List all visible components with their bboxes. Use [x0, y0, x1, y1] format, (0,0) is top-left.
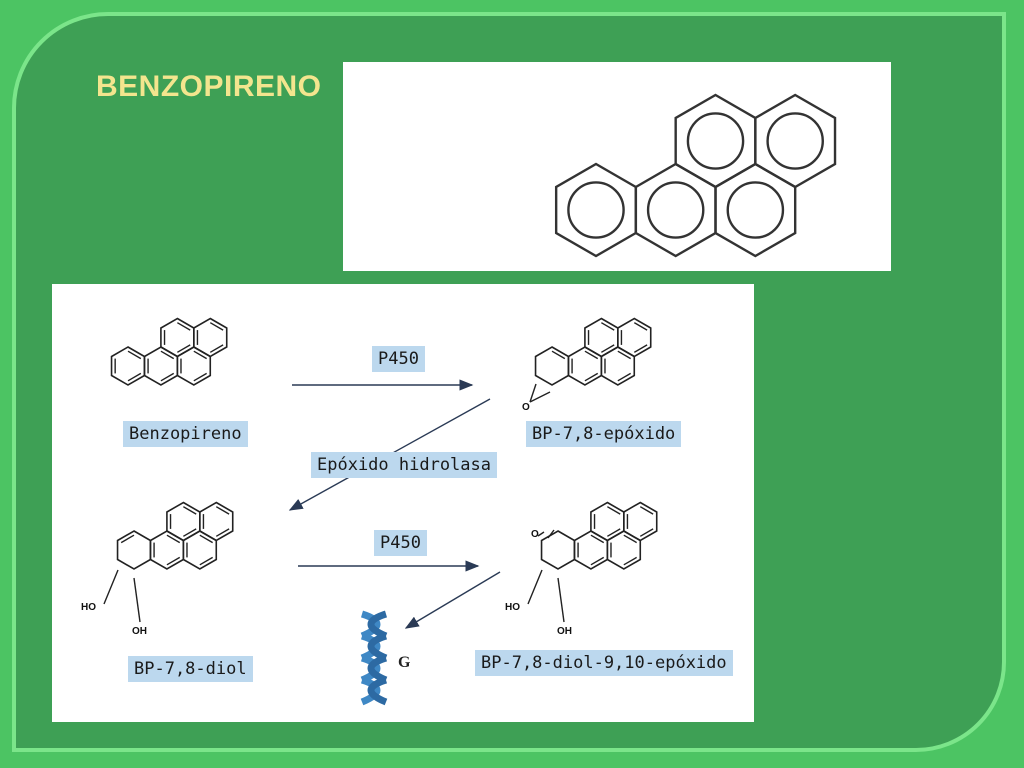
epoxide-bond-2	[529, 391, 551, 403]
dna-helix-icon	[360, 610, 388, 706]
diol-bond-oh	[133, 577, 141, 623]
benzopyrene-ring-2	[143, 346, 179, 386]
aromatic-ring-2	[634, 162, 717, 258]
bp-epoxide-ring-4	[584, 317, 619, 358]
bp-diol-epoxide-ring-5	[623, 501, 658, 542]
bp-diol-epoxide-ring-2	[573, 530, 609, 570]
diol-bond-ho	[103, 569, 119, 605]
diol-epoxide-bond-o1	[537, 531, 545, 537]
bp-diol-ring-2	[149, 530, 185, 570]
bp-diol-ring-3	[182, 530, 218, 570]
atom-ho-2: HO	[505, 602, 520, 613]
bp-diol-ring-1	[116, 530, 152, 570]
atom-epoxide-o-2: O	[531, 529, 539, 540]
slide-title: BENZOPIRENO	[96, 70, 322, 103]
compound-label-bp-diol-epoxide: BP-7,8-diol-9,10-epóxido	[475, 650, 733, 676]
bp-diol-ring-4	[166, 501, 201, 542]
pathway-drawing	[103, 317, 658, 706]
enzyme-label-p450-2: P450	[374, 530, 427, 556]
aromatic-ring-5	[754, 93, 837, 189]
diol-epoxide-bond-ho	[527, 569, 543, 605]
benzopyrene-ring-3	[176, 346, 212, 386]
epoxide-bond-1	[529, 383, 537, 403]
aromatic-ring-1	[554, 162, 638, 258]
diol-epoxide-bond-oh	[557, 577, 565, 623]
dna-guanine-label: G	[398, 654, 411, 671]
benzopyrene-structure-image	[343, 62, 891, 271]
bp-diol-epoxide-ring-3	[606, 530, 642, 570]
bp-epoxide-ring-2	[567, 346, 603, 386]
benzopyrene-ring-1	[110, 346, 146, 386]
bp-diol-epoxide-ring-1	[540, 530, 576, 570]
atom-oh-1: OH	[132, 626, 147, 637]
compound-label-bp-diol: BP-7,8-diol	[128, 656, 253, 682]
aromatic-ring-4	[674, 93, 757, 189]
bp-diol-epoxide-ring-4	[590, 501, 625, 542]
bp-epoxide-ring-5	[617, 317, 652, 358]
bp-diol-ring-5	[199, 501, 234, 542]
metabolism-diagram-panel: P450 Epóxido hidrolasa P450 Benzopireno …	[52, 284, 754, 722]
bp-epoxide-ring-3	[600, 346, 636, 386]
aromatic-ring-3	[714, 162, 797, 258]
benzopyrene-ring-5	[193, 317, 228, 358]
compound-label-benzopyrene: Benzopireno	[123, 421, 248, 447]
compound-label-bp-epoxide: BP-7,8-epóxido	[526, 421, 682, 447]
enzyme-label-p450-1: P450	[372, 346, 425, 372]
bp-epoxide-ring-1	[534, 346, 570, 386]
atom-epoxide-o-1: O	[522, 402, 530, 413]
benzopyrene-large-drawing	[554, 93, 837, 258]
atom-oh-2: OH	[557, 626, 572, 637]
atom-ho-1: HO	[81, 602, 96, 613]
enzyme-label-epoxide-hydrolase: Epóxido hidrolasa	[311, 452, 497, 478]
benzopyrene-ring-4	[160, 317, 195, 358]
arrow-dna-adduct-step	[404, 571, 501, 629]
diol-epoxide-bond-o2	[547, 529, 555, 539]
